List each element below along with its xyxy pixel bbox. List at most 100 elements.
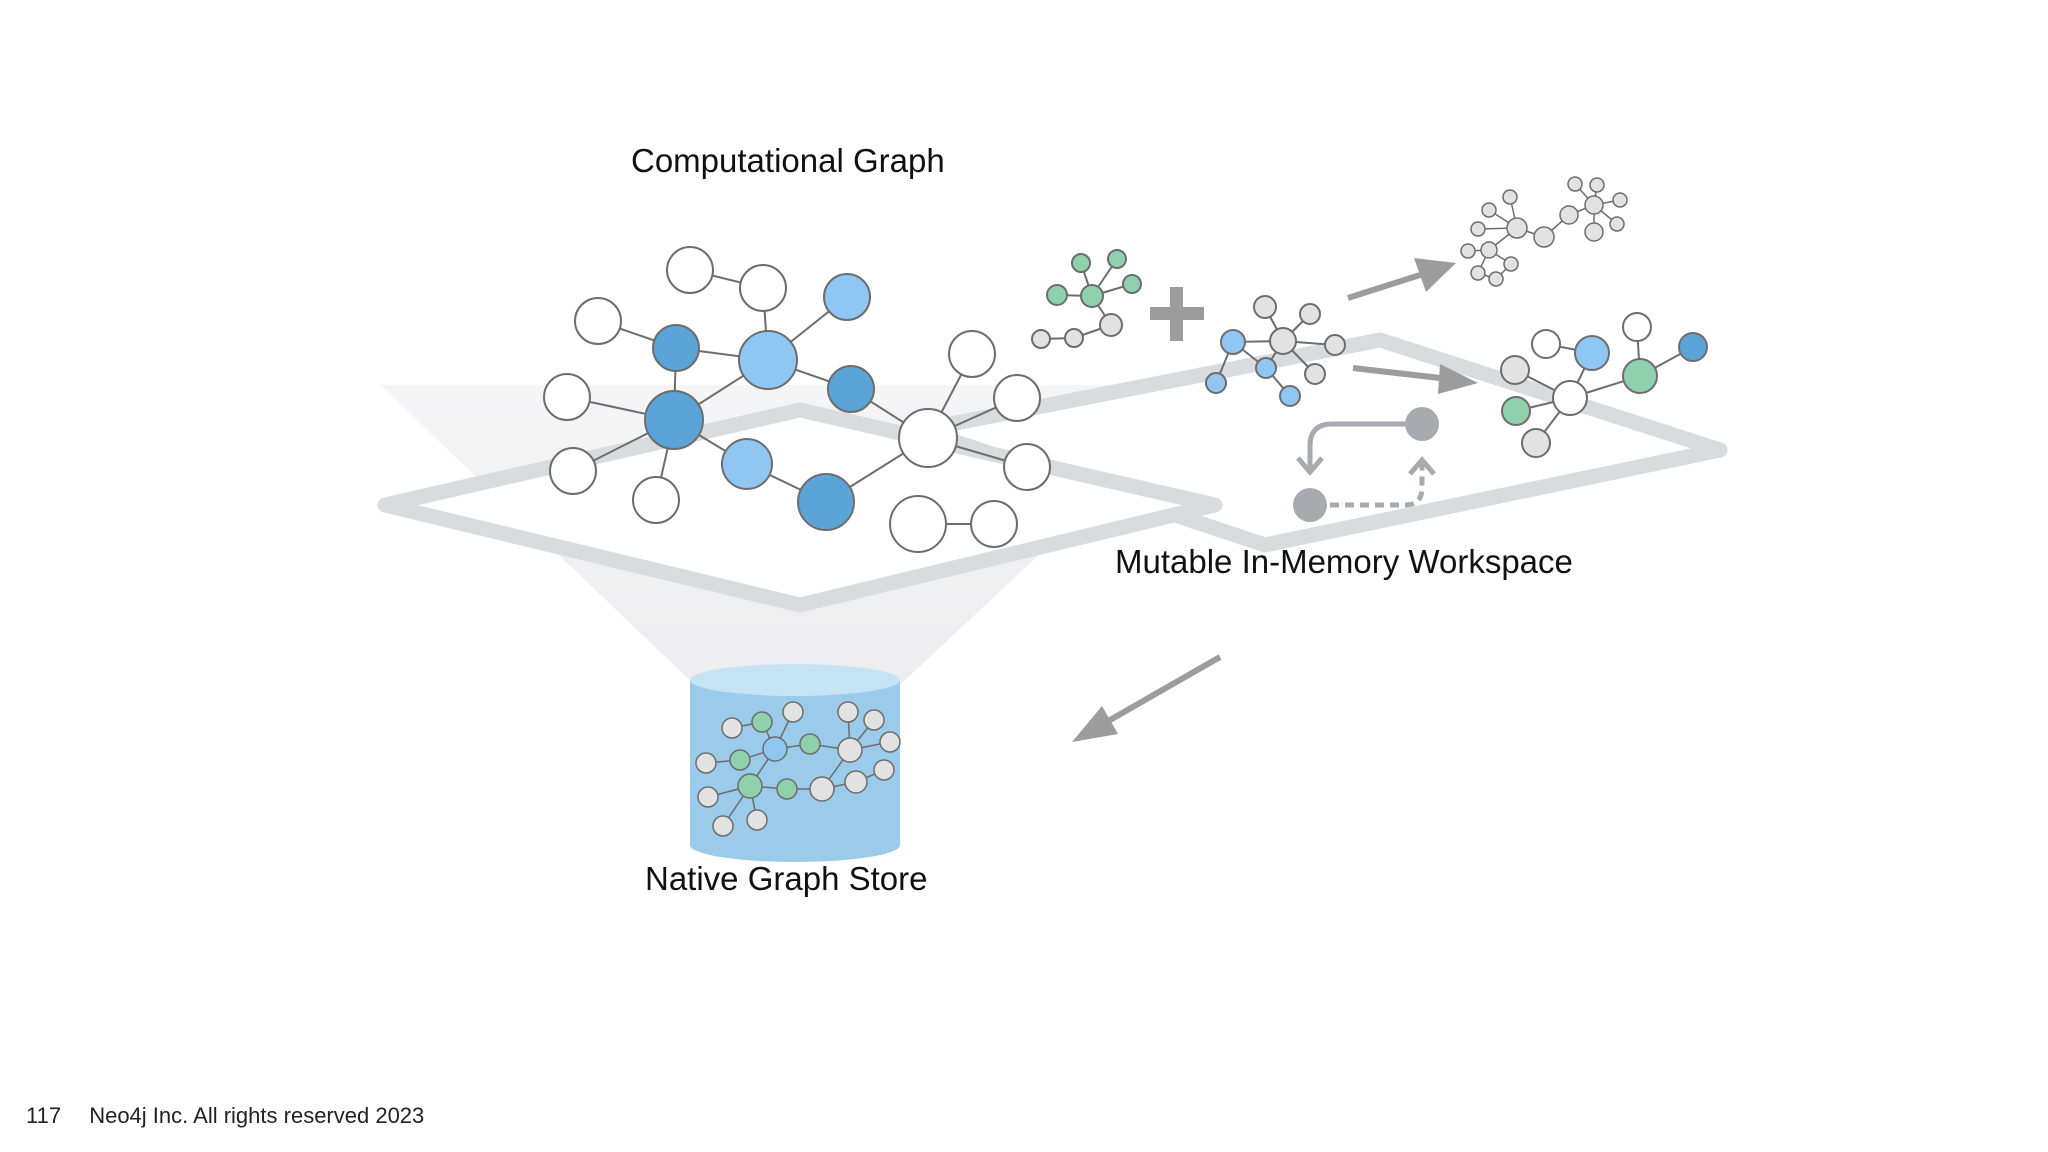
graph-node	[1255, 357, 1277, 379]
graph-node	[1559, 205, 1579, 225]
copyright: Neo4j Inc. All rights reserved 2023	[89, 1103, 425, 1128]
graph-node	[751, 711, 773, 733]
output-graph-colored-nodes	[1500, 312, 1708, 458]
graph-node	[1304, 363, 1326, 385]
graph-node	[1220, 329, 1246, 355]
graph-node	[1533, 226, 1555, 248]
graph-node	[652, 324, 700, 372]
graph-node	[898, 408, 958, 468]
arrow-icon	[1072, 654, 1222, 742]
graph-node	[1046, 284, 1068, 306]
graph-node	[1107, 249, 1127, 269]
output-graph-top-nodes	[1460, 176, 1628, 287]
graph-node	[737, 773, 763, 799]
graph-node	[776, 778, 798, 800]
graph-node	[827, 365, 875, 413]
graph-node	[1470, 221, 1486, 237]
graph-node	[863, 709, 885, 731]
graph-node	[1205, 372, 1227, 394]
graph-node	[1622, 358, 1658, 394]
graph-node	[1552, 380, 1588, 416]
graph-node	[782, 701, 804, 723]
graph-node	[1003, 443, 1051, 491]
graph-node	[762, 736, 788, 762]
graph-node	[1574, 335, 1610, 371]
workspace-label: Mutable In-Memory Workspace	[1115, 543, 1573, 580]
graph-node	[844, 770, 868, 794]
graph-node	[1567, 176, 1583, 192]
graph-node	[873, 759, 895, 781]
graph-node	[1678, 332, 1708, 362]
graph-node	[644, 390, 704, 450]
graph-node	[1521, 428, 1551, 458]
graph-node	[823, 273, 871, 321]
graph-node	[797, 473, 855, 531]
graph-node	[1071, 253, 1091, 273]
graph-node	[574, 297, 622, 345]
graph-node	[712, 815, 734, 837]
workspace-graph-nodes	[1205, 295, 1346, 407]
graph-node	[1080, 284, 1104, 308]
graph-store-label: Native Graph Store	[645, 860, 928, 897]
graph-node	[721, 717, 743, 739]
graph-node	[1122, 274, 1142, 294]
input-graph-nodes	[1031, 249, 1142, 349]
graph-node	[809, 776, 835, 802]
graph-node	[1612, 192, 1628, 208]
graph-node	[1502, 189, 1518, 205]
graph-node	[746, 809, 768, 831]
plus-icon	[1150, 287, 1204, 341]
graph-node	[738, 330, 798, 390]
graph-node	[549, 447, 597, 495]
page-number: 117	[26, 1103, 62, 1128]
graph-node	[1470, 265, 1486, 281]
graph-node	[1481, 202, 1497, 218]
graph-node	[729, 749, 751, 771]
computational-graph-label: Computational Graph	[631, 142, 945, 179]
loop-arrow-icon	[1293, 407, 1439, 522]
graph-node	[1584, 195, 1604, 215]
graph-node	[948, 330, 996, 378]
graph-node	[1503, 256, 1519, 272]
graph-node	[1480, 241, 1498, 259]
graph-node	[1488, 271, 1504, 287]
graph-node	[632, 476, 680, 524]
store-graph-nodes	[695, 701, 901, 837]
graph-node	[1031, 329, 1051, 349]
graph-node	[695, 752, 717, 774]
graph-node	[1460, 243, 1476, 259]
graph-node	[970, 500, 1018, 548]
graph-node	[837, 701, 859, 723]
graph-node	[1269, 327, 1297, 355]
graph-node	[879, 731, 901, 753]
graph-node	[1609, 216, 1625, 232]
computational-graph-nodes	[543, 246, 1051, 553]
graph-node	[1531, 329, 1561, 359]
graph-node	[697, 786, 719, 808]
arrow-icon	[1347, 258, 1456, 301]
graph-node	[1253, 295, 1277, 319]
graph-node	[837, 737, 863, 763]
graph-node	[993, 374, 1041, 422]
graph-node	[739, 264, 787, 312]
graph-node	[889, 495, 947, 553]
arrow-icon	[1352, 364, 1478, 394]
graph-node	[1064, 328, 1084, 348]
graph-node	[721, 438, 773, 490]
graph-node	[543, 373, 591, 421]
graph-node	[1622, 312, 1652, 342]
graph-node	[1589, 177, 1605, 193]
footer: 117 Neo4j Inc. All rights reserved 2023	[26, 1103, 424, 1129]
graph-node	[1099, 313, 1123, 337]
graph-node	[1324, 334, 1346, 356]
graph-node	[1506, 217, 1528, 239]
graph-node	[1500, 355, 1530, 385]
graph-node	[1279, 385, 1301, 407]
graph-node	[1299, 303, 1321, 325]
graph-node	[799, 733, 821, 755]
graph-node	[666, 246, 714, 294]
graph-node	[1501, 396, 1531, 426]
graph-node	[1584, 222, 1604, 242]
